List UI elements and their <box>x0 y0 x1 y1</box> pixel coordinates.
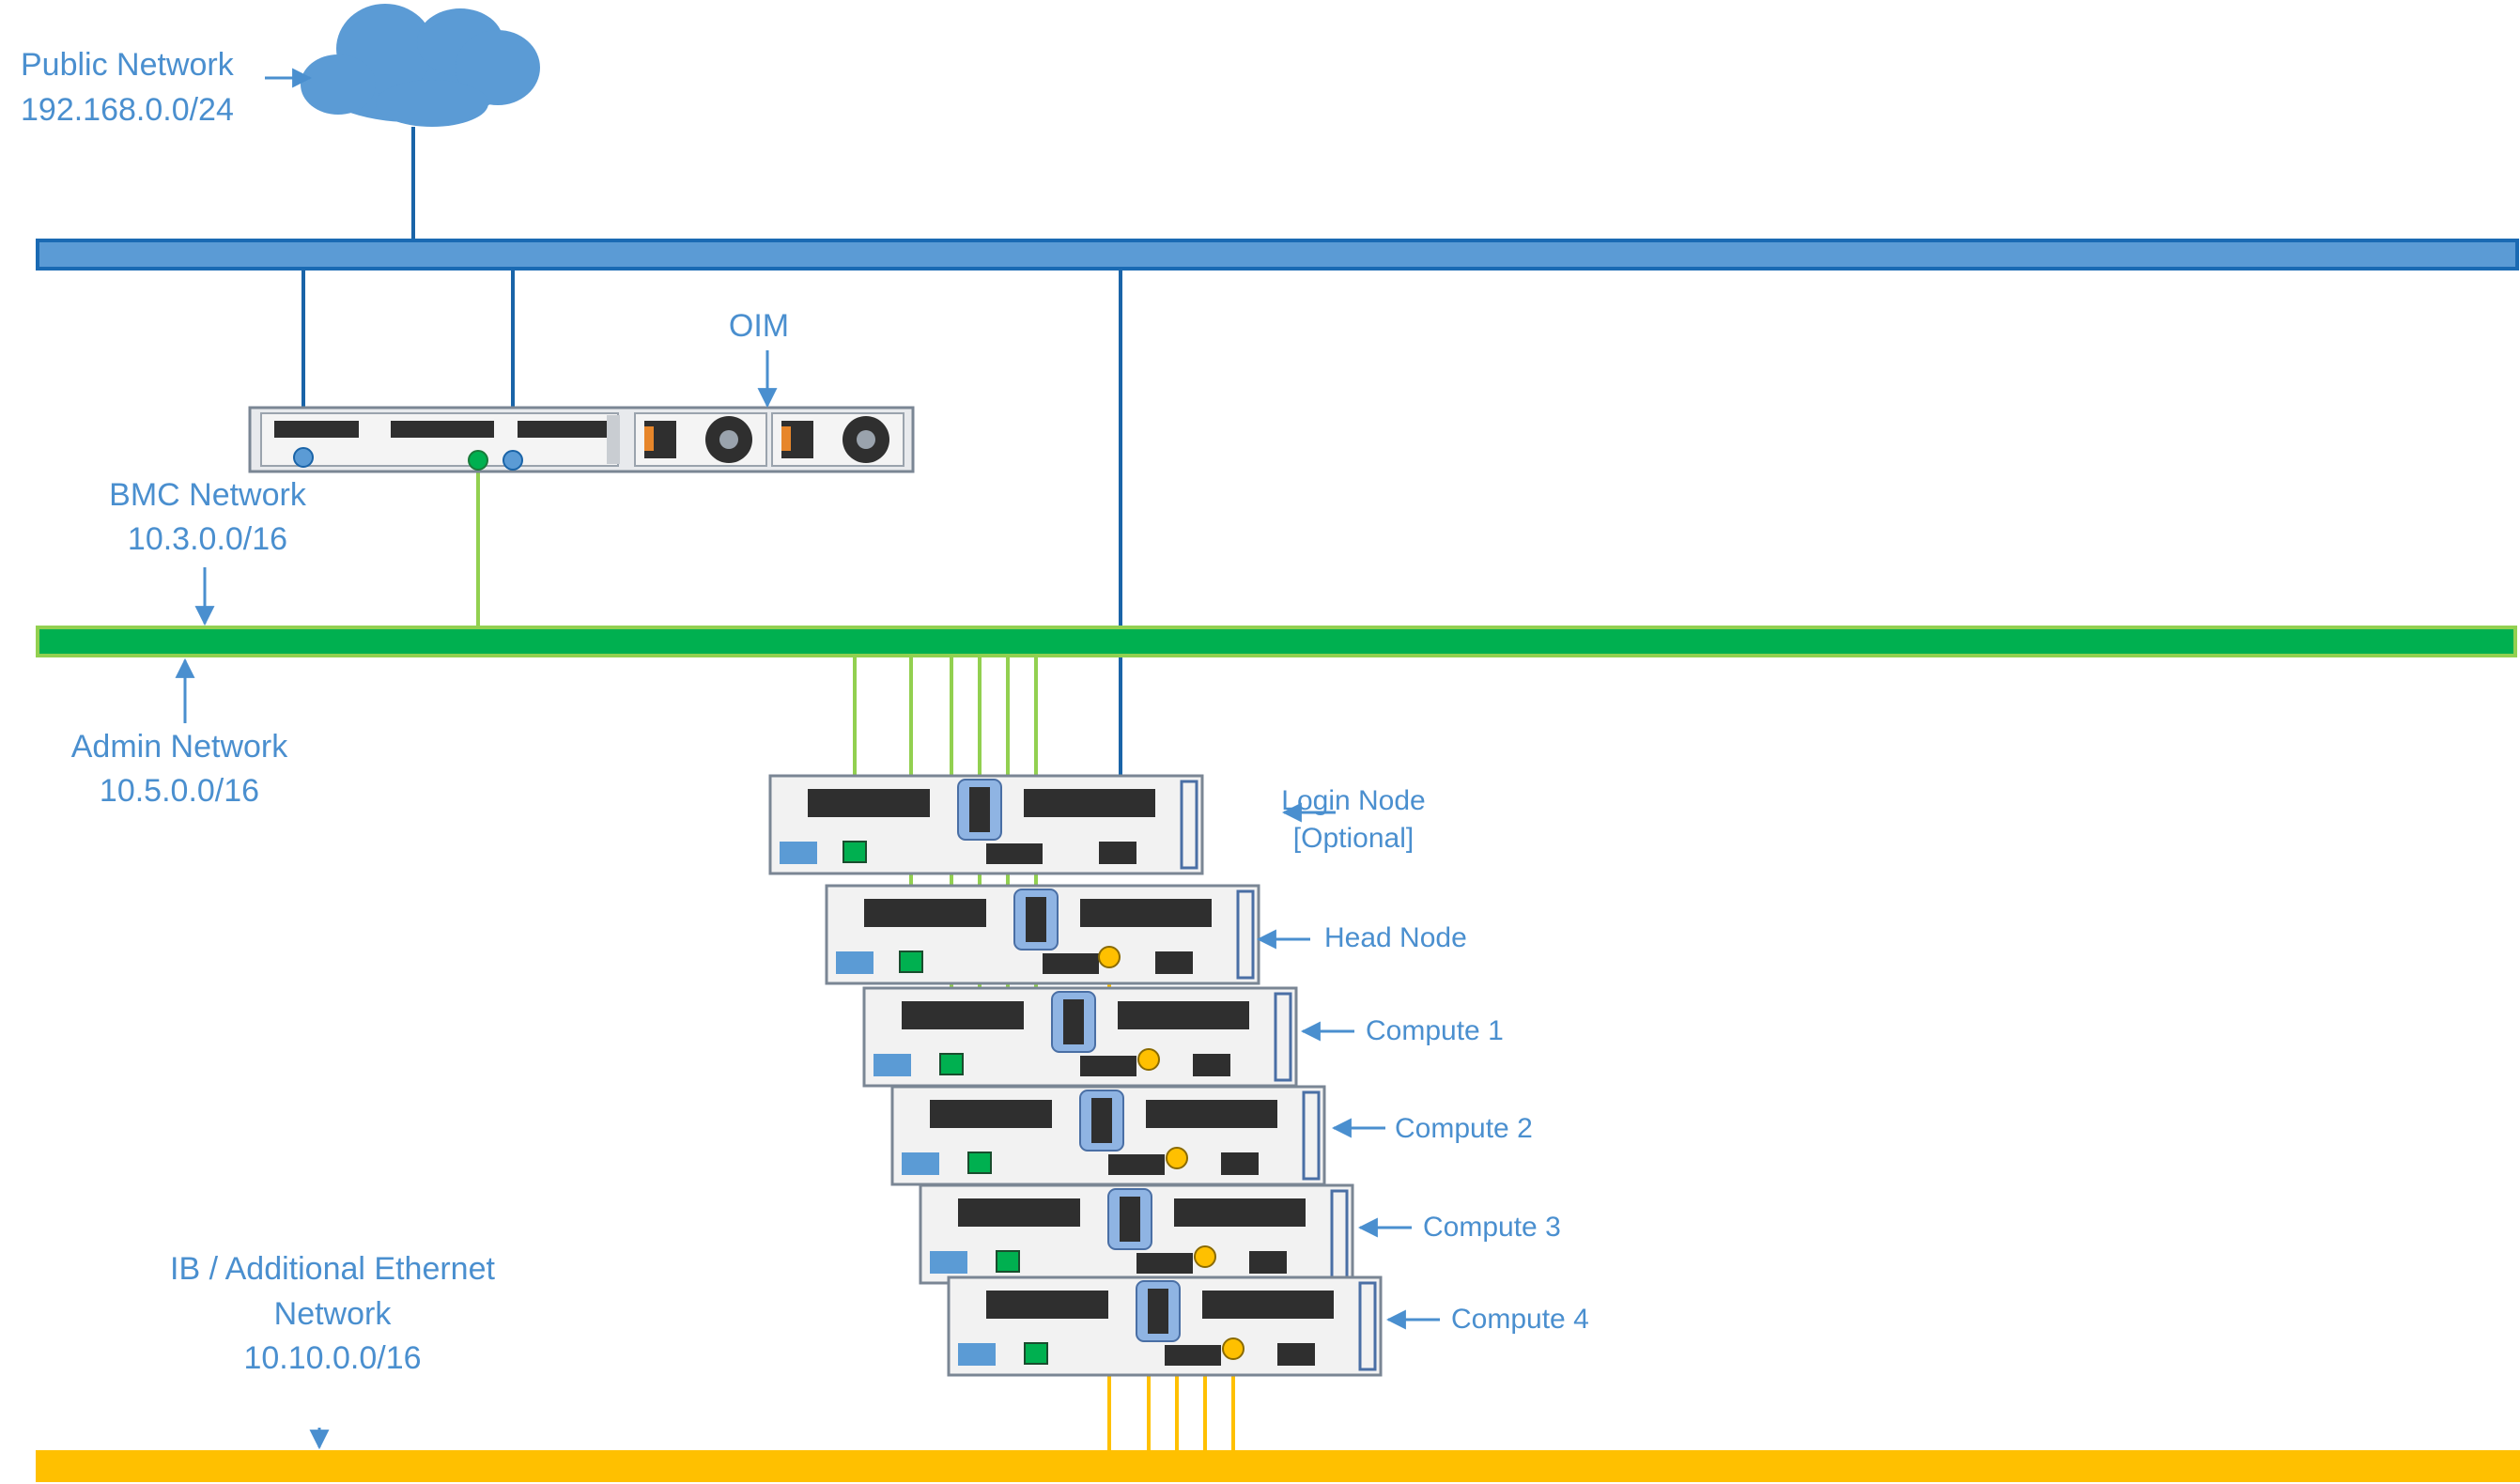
server-grille <box>930 1100 1052 1128</box>
callout-arrows <box>175 68 1440 1450</box>
compute-3-admin-port <box>996 1250 1020 1273</box>
head-node-server <box>825 884 1260 985</box>
sled-latch <box>1120 1197 1140 1242</box>
io-port <box>1165 1345 1221 1366</box>
bmc-network-name: BMC Network <box>109 477 307 513</box>
cloud-icon <box>301 4 540 127</box>
io-port <box>1136 1253 1193 1274</box>
server-grille <box>986 1291 1108 1319</box>
public-network-subnet: 192.168.0.0/24 <box>21 92 234 128</box>
oim-bmc-port <box>293 447 314 468</box>
compute-2-server <box>890 1085 1326 1186</box>
compute-4-server <box>947 1275 1383 1377</box>
ib-network-name-line2: Network <box>274 1296 393 1332</box>
compute-1-ib-port <box>1137 1048 1160 1071</box>
labels: Public Network 192.168.0.0/24 OIM BMC Ne… <box>21 47 1589 1376</box>
node-stack <box>768 774 1383 1377</box>
oim-grille <box>274 421 607 438</box>
compute-2-label: Compute 2 <box>1395 1113 1533 1144</box>
usb-port <box>873 1054 911 1076</box>
io-port <box>1277 1343 1315 1366</box>
compute-4-label: Compute 4 <box>1451 1304 1589 1335</box>
rack-ear <box>1236 889 1255 980</box>
admin-network-name: Admin Network <box>71 729 289 765</box>
server-grille <box>902 1001 1024 1029</box>
sled-latch <box>1148 1289 1168 1334</box>
compute-3-server <box>919 1183 1354 1285</box>
compute-2-admin-port <box>967 1152 992 1174</box>
sled-latch <box>1026 897 1046 942</box>
compute-1-admin-port <box>939 1053 964 1075</box>
oim-psu-1 <box>634 412 767 467</box>
rack-ear <box>1180 780 1198 870</box>
sled-latch <box>1063 999 1084 1044</box>
oim-server <box>248 406 915 473</box>
login-node-admin-port <box>843 841 867 863</box>
compute-1-server <box>862 986 1298 1088</box>
server-grille <box>864 899 986 927</box>
server-grille <box>1080 899 1212 927</box>
io-port <box>1249 1251 1287 1274</box>
head-node-admin-port <box>899 951 923 973</box>
compute-3-ib-port <box>1194 1245 1216 1268</box>
sled-latch <box>1091 1098 1112 1143</box>
compute-4-admin-port <box>1024 1342 1048 1365</box>
public-network-bus <box>36 239 2519 271</box>
oim-psu-2 <box>771 412 904 467</box>
io-port <box>1043 953 1099 974</box>
usb-port <box>836 951 873 974</box>
ib-network-subnet: 10.10.0.0/16 <box>243 1340 421 1376</box>
compute-1-label: Compute 1 <box>1366 1015 1504 1046</box>
login-node-server <box>768 774 1204 875</box>
ib-network-name-line1: IB / Additional Ethernet <box>170 1251 495 1287</box>
compute-4-ib-port <box>1222 1337 1245 1360</box>
oim-admin-port <box>468 450 488 471</box>
sled-latch <box>969 787 990 832</box>
io-port <box>986 843 1043 864</box>
ib-network-bus <box>36 1450 2520 1482</box>
bmc-network-subnet: 10.3.0.0/16 <box>128 521 287 557</box>
login-node-optional-label: [Optional] <box>1293 823 1414 854</box>
server-grille <box>958 1198 1080 1227</box>
oim-label: OIM <box>729 308 789 344</box>
login-node-label: Login Node <box>1281 785 1425 816</box>
io-port <box>1193 1054 1230 1076</box>
io-port <box>1221 1152 1259 1175</box>
rack-ear <box>1302 1090 1321 1181</box>
io-port <box>1099 842 1136 864</box>
io-port <box>1108 1154 1165 1175</box>
io-port <box>1080 1056 1136 1076</box>
usb-port <box>902 1152 939 1175</box>
admin-network-subnet: 10.5.0.0/16 <box>100 773 259 809</box>
server-grille <box>1146 1100 1277 1128</box>
oim-public-port <box>502 450 523 471</box>
rack-ear <box>1358 1281 1377 1371</box>
server-grille <box>808 789 930 817</box>
server-grille <box>1174 1198 1306 1227</box>
head-node-label: Head Node <box>1324 922 1467 953</box>
head-node-ib-port <box>1098 946 1121 968</box>
login-node-public-port <box>1052 795 1080 815</box>
rack-ear <box>1274 992 1292 1082</box>
login-node-public-port <box>1108 795 1136 815</box>
io-port <box>1155 951 1193 974</box>
public-network-name: Public Network <box>21 47 235 83</box>
server-grille <box>1202 1291 1334 1319</box>
usb-port <box>930 1251 967 1274</box>
compute-2-ib-port <box>1166 1147 1188 1169</box>
server-grille <box>1118 1001 1249 1029</box>
admin-network-bus <box>36 626 2517 657</box>
compute-3-label: Compute 3 <box>1423 1212 1561 1243</box>
usb-port <box>958 1343 996 1366</box>
usb-port <box>780 842 817 864</box>
